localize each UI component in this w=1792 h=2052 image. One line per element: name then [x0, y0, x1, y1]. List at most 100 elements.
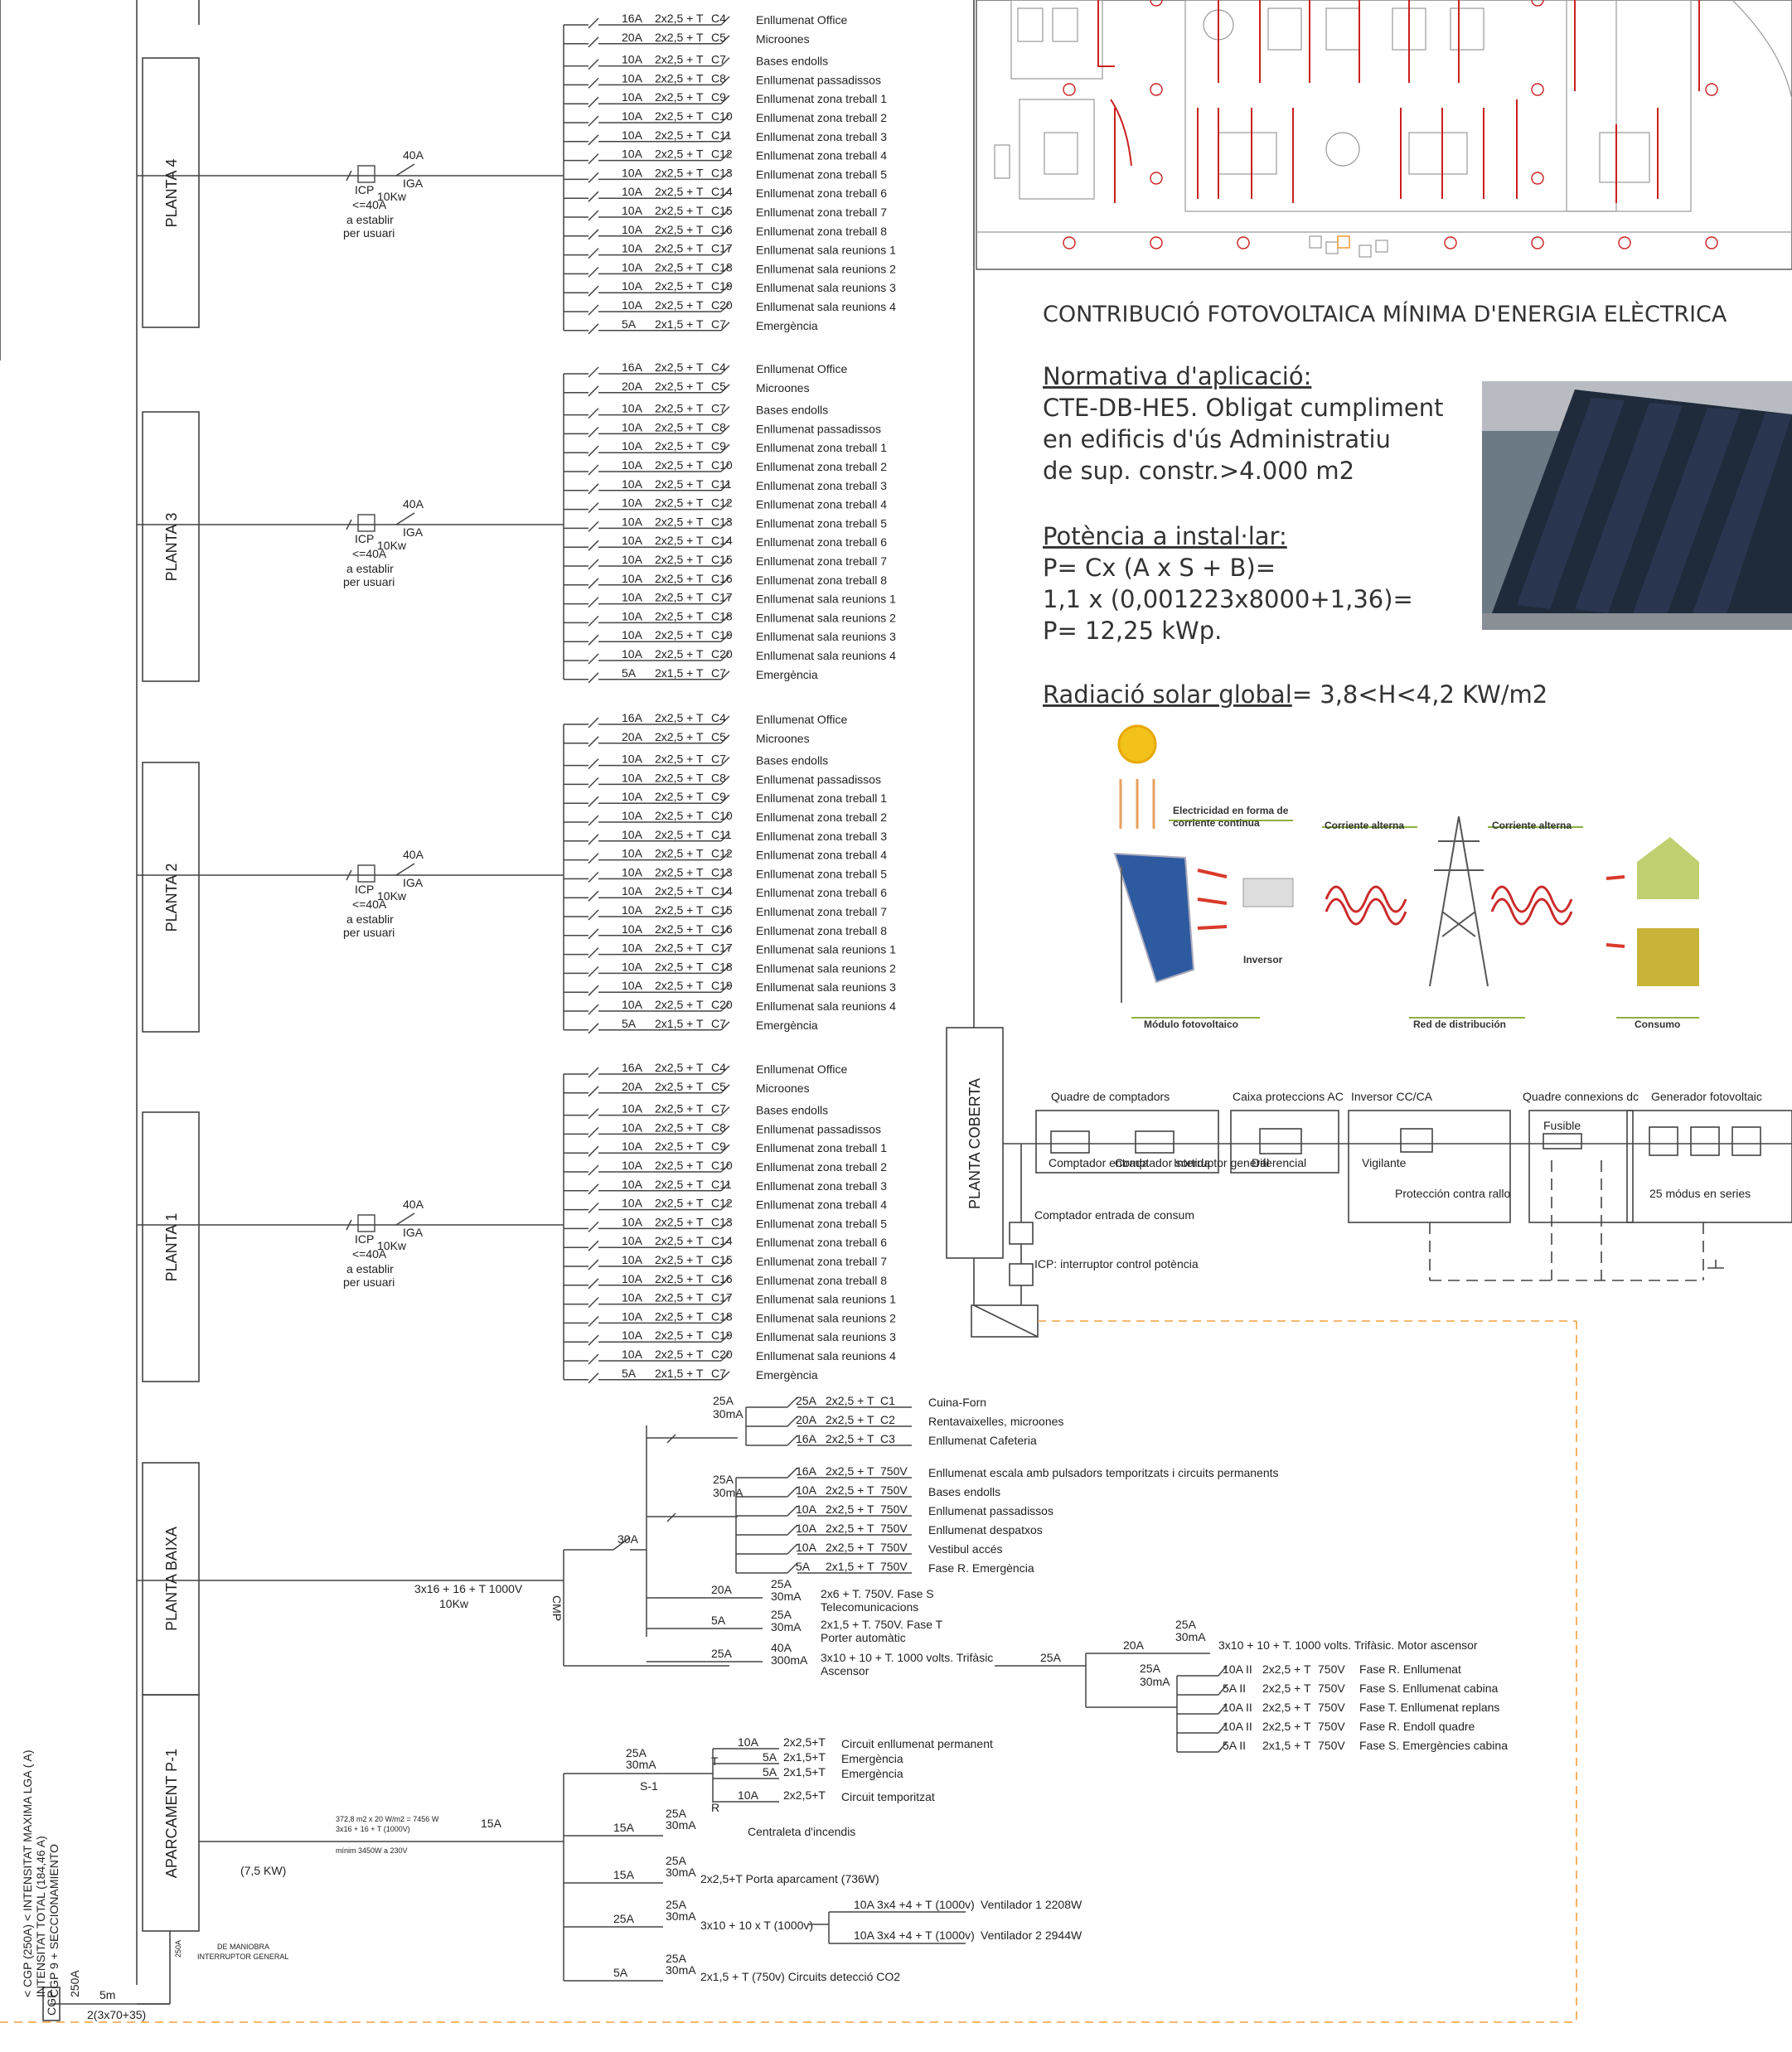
sg-rcd-b: 30mA — [771, 1590, 802, 1603]
p-s1-rcd: 30mA — [626, 1758, 656, 1771]
circuit-cable: 2x2,5 + T — [655, 628, 704, 641]
circuit-code: C11 — [711, 128, 732, 142]
circuit-desc: Enllumenat zona treball 4 — [756, 149, 887, 162]
circuit-amp: 10A — [622, 960, 643, 973]
pv-norm-1: CTE-DB-HE5. Obligat cumpliment — [1043, 394, 1444, 422]
pk-rcd-b: 30mA — [666, 1909, 696, 1923]
g-desc: Enllumenat escala amb pulsadors temporit… — [928, 1466, 1279, 1479]
circuit-cable: 2x2,5 + T — [655, 591, 704, 604]
circuit-desc: Emergència — [756, 1368, 818, 1382]
circuit-amp: 10A — [622, 1309, 643, 1323]
circuit-code: C12 — [711, 148, 733, 161]
circuit-amp: 5A — [622, 1367, 637, 1380]
circuit-cable: 2x2,5 + T — [655, 790, 704, 803]
sg-amp: 5A — [711, 1614, 726, 1627]
circuit-cable: 2x2,5 + T — [655, 753, 704, 766]
p-s1-amp-2: 5A — [763, 1765, 777, 1779]
cab-cable: 2x1,5 + T — [1262, 1739, 1311, 1752]
circuit-code: C20 — [711, 298, 733, 312]
circuit-code: C4 — [711, 1061, 726, 1074]
floor-label-parking: APARCAMENT P-1 — [163, 1749, 180, 1878]
circuit-code: C18 — [711, 609, 733, 622]
circuit-desc: Enllumenat zona treball 1 — [756, 441, 887, 454]
circuit-cable: 2x2,5 + T — [655, 279, 704, 293]
rcd-amp: 25A — [713, 1473, 734, 1486]
p-s1-desc-3: Circuit temporitzat — [841, 1790, 935, 1803]
circuit-cable: 2x2,5 + T — [655, 1291, 704, 1304]
circuit-desc: Enllumenat zona treball 6 — [756, 1236, 887, 1249]
circuit-desc: Enllumenat zona treball 8 — [756, 924, 887, 937]
parking-calc-3: mínim 3450W a 230V — [336, 1846, 408, 1855]
circuit-cable: 2x2,5 + T — [655, 998, 704, 1011]
circuit-cable: 2x2,5 + T — [655, 828, 704, 841]
circuit-code: C7 — [711, 666, 726, 680]
comptador-entrada: Comptador entrada — [1049, 1156, 1149, 1169]
g-cable: 2x1,5 + T — [826, 1560, 874, 1573]
circuit-desc: Enllumenat sala reunions 2 — [756, 611, 896, 624]
circuit-desc: Enllumenat zona treball 5 — [756, 167, 887, 181]
pk-amp: 25A — [613, 1912, 635, 1925]
inverter-icon — [1242, 878, 1294, 907]
sg-amp: 20A — [711, 1583, 733, 1596]
circuit-amp: 10A — [622, 572, 643, 585]
circuit-code: C16 — [711, 572, 733, 585]
circuit-amp: 10A — [622, 1348, 643, 1361]
iga-label-3: IGA — [403, 1226, 424, 1239]
circuit-cable: 2x2,5 + T — [655, 1215, 704, 1228]
circuit-amp: 10A — [622, 609, 643, 622]
circuit-desc: Enllumenat zona treball 1 — [756, 92, 887, 105]
cab-cable: 2x2,5 + T — [1262, 1720, 1311, 1733]
circuit-desc: Enllumenat Office — [756, 1062, 847, 1076]
circuit-cable: 2x2,5 + T — [655, 166, 704, 179]
circuit-code: C5 — [711, 380, 726, 393]
sg-l1: 2x6 + T. 750V. Fase S — [821, 1587, 934, 1600]
circuit-code: C7 — [711, 53, 726, 66]
pv-diag-consumo: Consumo — [1635, 1019, 1680, 1030]
p-s1-cable-1: 2x1,5+T — [783, 1750, 826, 1764]
circuit-amp: 10A — [622, 109, 643, 123]
icp-label-1: ICP — [355, 532, 374, 545]
circuit-cable: 2x2,5 + T — [655, 979, 704, 992]
cab-rcd-b: 30mA — [1140, 1675, 1170, 1688]
sun-icon — [1117, 724, 1157, 764]
pk-rcd-a: 25A — [666, 1952, 687, 1965]
circuit-desc: Enllumenat zona treball 8 — [756, 573, 887, 587]
circuit-desc: Enllumenat zona treball 6 — [756, 535, 887, 549]
circuit-cable: 2x1,5 + T — [655, 317, 704, 331]
cab-amp: 5A II — [1223, 1682, 1246, 1695]
circuit-cable: 2x2,5 + T — [655, 903, 704, 917]
circuit-desc: Enllumenat zona treball 8 — [756, 225, 887, 238]
pv-diag-elec1: Electricidad en forma de — [1173, 805, 1289, 816]
vent-cable: 3x10 + 10 x T (1000v) — [700, 1919, 813, 1932]
maniobra-amp: 250A — [174, 1940, 182, 1958]
vigilante: Vigilante — [1362, 1156, 1407, 1169]
circuit-desc: Enllumenat sala reunions 1 — [756, 1293, 896, 1306]
circuit-cable: 2x2,5 + T — [655, 109, 704, 123]
circuit-cable: 2x2,5 + T — [655, 553, 704, 566]
pk-amp: 15A — [613, 1868, 635, 1881]
circuit-cable: 2x2,5 + T — [655, 730, 704, 743]
cab-code: 750V — [1318, 1720, 1345, 1733]
g-cable: 2x2,5 + T — [826, 1522, 874, 1535]
p-s1-desc-2: Emergència — [841, 1767, 903, 1780]
vent-1-desc: Ventilador 1 2208W — [981, 1898, 1082, 1911]
circuit-amp: 20A — [622, 1080, 643, 1093]
comptador-consum: Comptador entrada de consum — [1034, 1208, 1194, 1222]
circuit-code: C9 — [711, 1140, 726, 1153]
circuit-amp: 5A — [622, 317, 637, 331]
circuit-code: C11 — [711, 1178, 732, 1191]
circuit-desc: Enllumenat sala reunions 2 — [756, 961, 896, 975]
sg-l1: 3x10 + 10 + T. 1000 volts. Trifàsic — [821, 1651, 993, 1664]
circuit-cable: 2x2,5 + T — [655, 865, 704, 878]
circuit-code: C15 — [711, 553, 733, 566]
ground-cmp: CMP — [550, 1595, 564, 1621]
g-code: 750V — [880, 1541, 908, 1554]
circuit-desc: Enllumenat zona treball 3 — [756, 479, 887, 492]
g-code: C2 — [880, 1413, 895, 1426]
g-desc: Bases endolls — [928, 1485, 1000, 1498]
circuit-desc: Enllumenat passadissos — [756, 422, 881, 435]
circuit-cable: 2x2,5 + T — [655, 809, 704, 822]
p-s1-label: S-1 — [640, 1779, 658, 1793]
coberta-block-1: Quadre de comptadors — [1051, 1090, 1170, 1103]
